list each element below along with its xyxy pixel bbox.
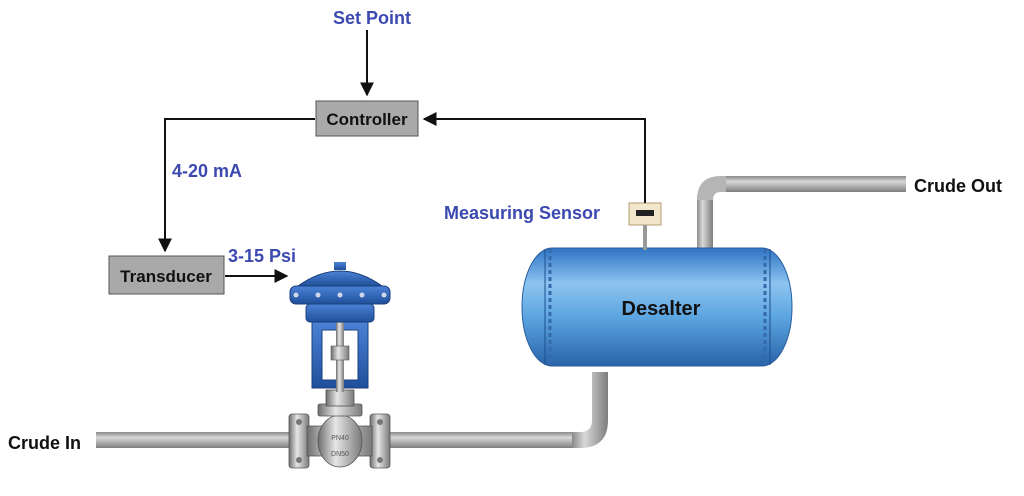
controller-output-arrow bbox=[158, 118, 315, 253]
transducer-box: Transducer bbox=[108, 255, 225, 295]
signal-ma-label: 4-20 mA bbox=[172, 161, 242, 181]
valve-mark-top: PN40 bbox=[331, 435, 349, 442]
valve-mark-bottom: DN50 bbox=[331, 451, 349, 458]
transducer-label: Transducer bbox=[120, 267, 212, 286]
feedback-arrow bbox=[422, 112, 646, 203]
crude-in-label: Crude In bbox=[8, 433, 81, 453]
controller-box: Controller bbox=[315, 100, 419, 137]
set-point-label: Set Point bbox=[333, 8, 411, 28]
measuring-sensor-label: Measuring Sensor bbox=[444, 203, 600, 223]
desalter-vessel bbox=[521, 247, 793, 367]
control-valve: PN40 DN50 bbox=[288, 262, 391, 469]
controller-label: Controller bbox=[326, 110, 408, 129]
desalter-label: Desalter bbox=[622, 298, 701, 320]
measuring-sensor bbox=[628, 202, 662, 250]
crude-out-label: Crude Out bbox=[914, 176, 1002, 196]
crude-out-pipe bbox=[697, 176, 906, 250]
signal-psi-label: 3-15 Psi bbox=[228, 246, 296, 266]
signal-lines bbox=[158, 30, 646, 283]
